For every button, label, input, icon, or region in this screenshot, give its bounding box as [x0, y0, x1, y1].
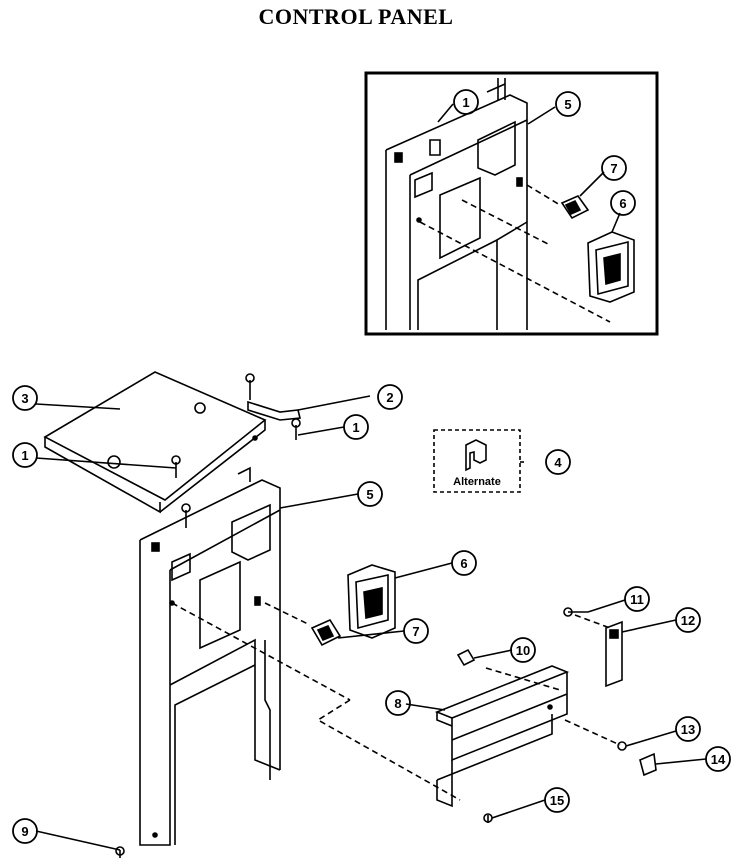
grommet-part [456, 648, 476, 667]
knob-part [639, 752, 657, 777]
callout-5: 5 [357, 481, 383, 507]
alternate-label: Alternate [453, 476, 501, 488]
callout-3-label: 3 [21, 391, 28, 406]
callout-4-label: 4 [554, 455, 562, 470]
callout-inset-5: 5 [555, 91, 581, 117]
leader-lines [35, 395, 707, 851]
callout-1-left: 1 [12, 442, 38, 468]
inset-switch-part [560, 195, 590, 220]
callout-9: 9 [12, 818, 38, 844]
callout-inset-1-label: 1 [462, 95, 469, 110]
callout-3: 3 [12, 385, 38, 411]
callout-15: 15 [544, 787, 570, 813]
callout-inset-7-label: 7 [610, 161, 617, 176]
callout-12-label: 12 [681, 613, 695, 628]
inset-detail-box: 1 5 7 6 [364, 71, 659, 336]
clip-part [247, 400, 302, 421]
callout-6-label: 6 [460, 556, 467, 571]
top-cover-plate [43, 371, 267, 514]
callout-inset-7: 7 [601, 155, 627, 181]
callout-14-label: 14 [711, 752, 726, 767]
callout-inset-1: 1 [453, 89, 479, 115]
main-bracket-body [139, 466, 281, 846]
callout-inset-5-label: 5 [564, 97, 571, 112]
callout-2: 2 [377, 384, 403, 410]
callout-13-label: 13 [681, 722, 695, 737]
callout-2-label: 2 [386, 390, 393, 405]
callout-10: 10 [510, 637, 536, 663]
callout-12: 12 [675, 607, 701, 633]
main-receptacle-part [347, 564, 396, 639]
callout-8: 8 [385, 690, 411, 716]
callout-inset-6: 6 [610, 190, 636, 216]
main-switch-part [310, 618, 342, 647]
washer-part [617, 741, 627, 751]
screw-parts [115, 373, 493, 858]
callout-5-label: 5 [366, 487, 373, 502]
inset-bracket [385, 78, 611, 330]
callout-10-label: 10 [516, 643, 530, 658]
callout-13: 13 [675, 716, 701, 742]
inset-receptacle-part [587, 231, 635, 303]
callout-15-label: 15 [550, 793, 564, 808]
diagram-title: CONTROL PANEL [258, 4, 454, 29]
callout-1-left-label: 1 [21, 448, 28, 463]
callout-8-label: 8 [394, 696, 401, 711]
callout-11: 11 [624, 586, 650, 612]
alternate-part-box: Alternate [433, 429, 521, 493]
callout-9-label: 9 [21, 824, 28, 839]
callout-1-right: 1 [343, 414, 369, 440]
callout-7-label: 7 [412, 624, 419, 639]
mounting-rail-part [434, 665, 570, 808]
callout-inset-6-label: 6 [619, 196, 626, 211]
callout-1-right-label: 1 [352, 420, 359, 435]
callout-7: 7 [403, 618, 429, 644]
callout-11-label: 11 [630, 592, 644, 607]
switch-plate-part [605, 620, 623, 688]
callout-4: 4 [545, 449, 571, 475]
callout-14: 14 [705, 746, 731, 772]
small-screw-part [563, 607, 588, 617]
assembly-lines [171, 602, 621, 801]
callout-6: 6 [451, 550, 477, 576]
